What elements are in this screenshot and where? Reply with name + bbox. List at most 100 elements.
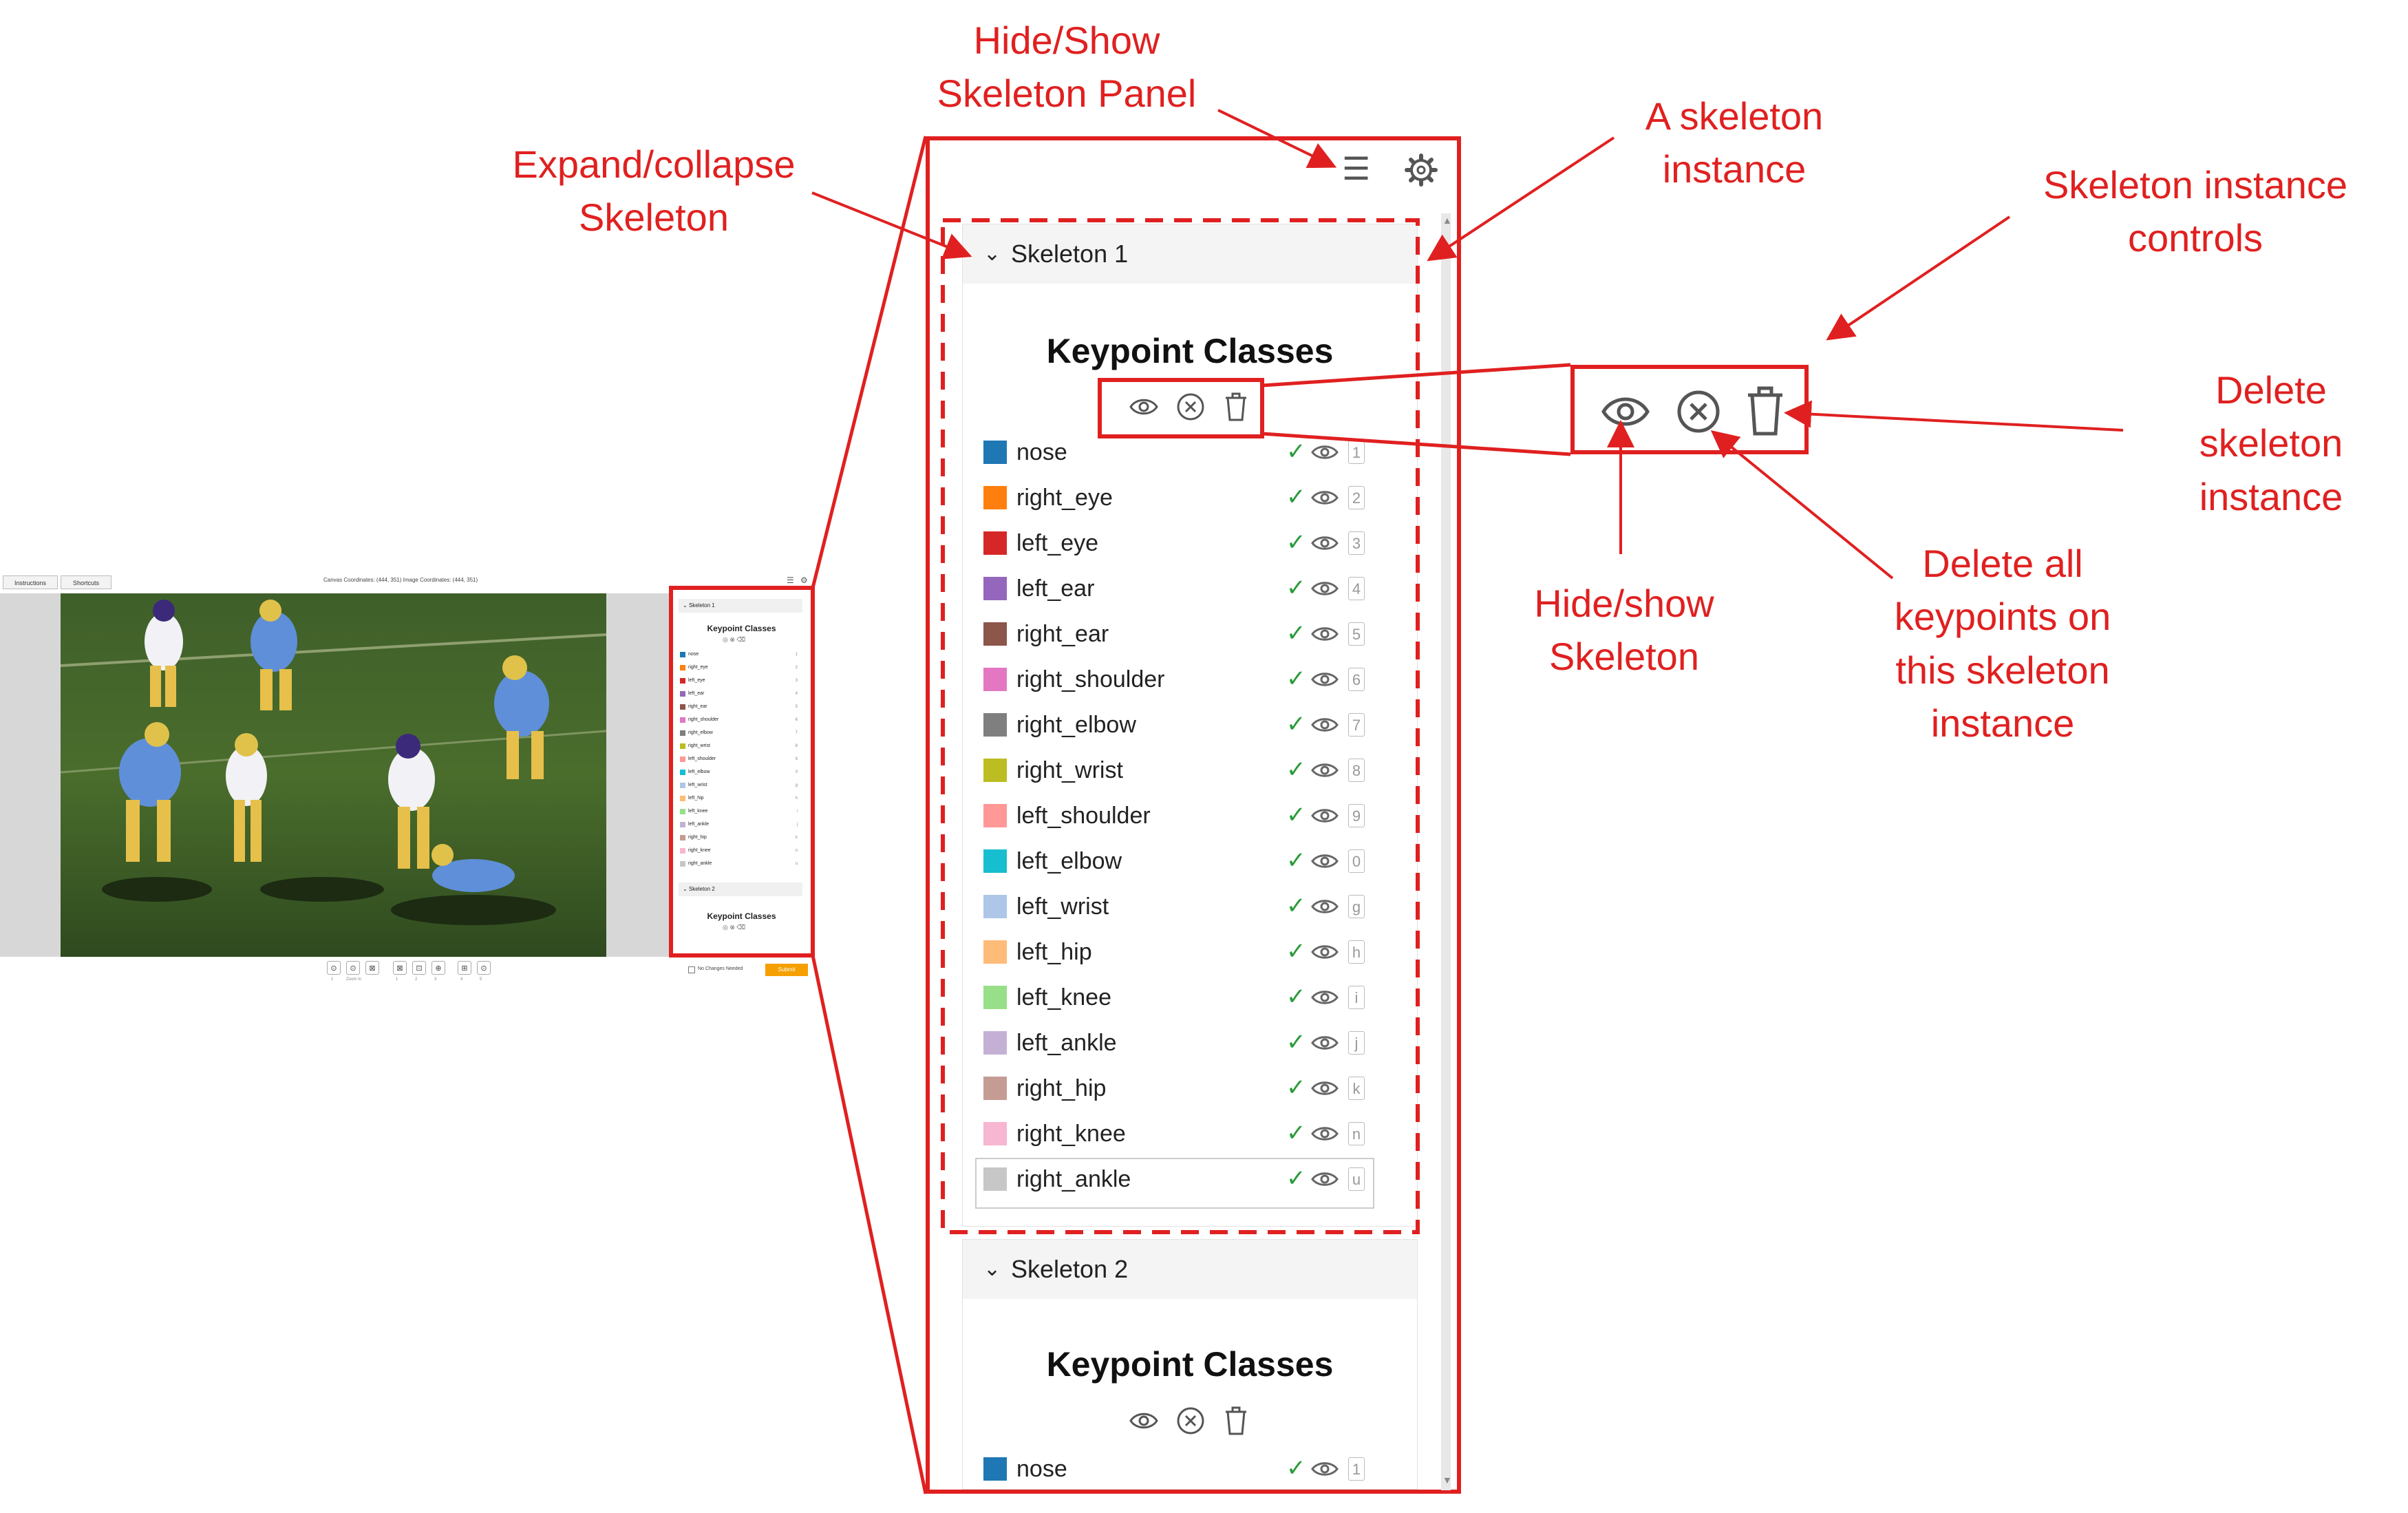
check-icon: ✓ bbox=[1286, 984, 1306, 1010]
keypoint-row-left-ear[interactable]: left_ear✓4 bbox=[983, 567, 1383, 610]
eye-icon[interactable] bbox=[1311, 489, 1339, 507]
keypoint-row-nose[interactable]: nose✓1 bbox=[983, 431, 1383, 474]
mini-keypoint-swatch bbox=[680, 678, 685, 684]
keypoint-row-left-wrist[interactable]: left_wrist✓g bbox=[983, 885, 1383, 928]
keypoint-row-left-ankle[interactable]: left_ankle✓j bbox=[983, 1022, 1383, 1064]
mini-keypoint-shortcut: 6 bbox=[795, 718, 798, 722]
keypoint-row-left-shoulder[interactable]: left_shoulder✓9 bbox=[983, 794, 1383, 837]
mini-skeleton-2-header[interactable]: ⌄ Skeleton 2 bbox=[679, 882, 802, 896]
keypoint-row-right-hip[interactable]: right_hip✓k bbox=[983, 1067, 1383, 1110]
keypoint-row-right-knee[interactable]: right_knee✓n bbox=[983, 1112, 1383, 1155]
eye-icon[interactable] bbox=[1311, 1034, 1339, 1052]
mini-keypoint-shortcut: g bbox=[795, 783, 798, 787]
eye-icon[interactable] bbox=[1128, 1405, 1160, 1437]
eye-icon[interactable] bbox=[1311, 898, 1339, 916]
mini-image-canvas[interactable] bbox=[0, 593, 671, 957]
annotation-expand-collapse: Expand/collapse Skeleton bbox=[482, 138, 826, 244]
chevron-down-icon[interactable]: ⌄ bbox=[983, 1258, 1001, 1280]
keypoint-label: right_ear bbox=[1016, 621, 1109, 647]
eye-icon[interactable] bbox=[1311, 988, 1339, 1006]
keypoint-row-right-shoulder[interactable]: right_shoulder✓6 bbox=[983, 658, 1383, 701]
eye-icon[interactable] bbox=[1311, 580, 1339, 597]
trash-icon[interactable] bbox=[1220, 1405, 1252, 1437]
mini-menu-icon[interactable]: ☰ bbox=[787, 575, 794, 585]
menu-icon[interactable]: ☰ bbox=[1342, 151, 1371, 187]
scroll-down-icon[interactable]: ▼ bbox=[1442, 1474, 1452, 1485]
eye-icon[interactable] bbox=[1311, 852, 1339, 870]
check-icon: ✓ bbox=[1286, 666, 1306, 692]
panel-scrollbar[interactable] bbox=[1441, 213, 1451, 1490]
mini-keypoint-shortcut: 0 bbox=[795, 770, 798, 774]
eye-icon[interactable] bbox=[1311, 670, 1339, 688]
mini-skeleton-1-header[interactable]: ⌄ Skeleton 1 bbox=[679, 599, 802, 613]
mini-keypoint-label: nose bbox=[688, 652, 699, 657]
mini-submit-button[interactable]: Submit bbox=[765, 964, 808, 976]
skeleton-1-header[interactable]: ⌄ Skeleton 1 bbox=[963, 224, 1417, 284]
trash-icon[interactable] bbox=[1220, 391, 1252, 423]
eye-icon[interactable] bbox=[1311, 943, 1339, 961]
mini-tool-4[interactable]: ⊠ bbox=[393, 961, 407, 975]
keypoint-row[interactable]: nose ✓ 1 bbox=[983, 1448, 1383, 1489]
keypoint-row-left-knee[interactable]: left_knee✓i bbox=[983, 976, 1383, 1019]
eye-icon[interactable] bbox=[1311, 1125, 1339, 1143]
mini-tool-7[interactable]: ⊞ bbox=[458, 961, 471, 975]
eye-icon[interactable] bbox=[1311, 443, 1339, 461]
eye-icon[interactable] bbox=[1311, 1079, 1339, 1097]
mini-instance-controls[interactable]: ◎ ⊗ ⌫ bbox=[723, 636, 746, 643]
skeleton-2-header[interactable]: ⌄ Skeleton 2 bbox=[963, 1240, 1417, 1299]
keypoint-row-right-ear[interactable]: right_ear✓5 bbox=[983, 613, 1383, 655]
eye-icon[interactable] bbox=[1311, 1460, 1339, 1478]
annotation-instance-controls: Skeleton instance controls bbox=[2010, 158, 2381, 265]
mini-shortcuts-tab[interactable]: Shortcuts bbox=[61, 575, 111, 589]
eye-icon[interactable] bbox=[1311, 534, 1339, 552]
mini-instance-controls-2[interactable]: ◎ ⊗ ⌫ bbox=[723, 924, 746, 931]
keypoint-row-left-eye[interactable]: left_eye✓3 bbox=[983, 522, 1383, 564]
keypoint-row-right-eye[interactable]: right_eye✓2 bbox=[983, 476, 1383, 519]
mini-tool-8[interactable]: ⊙ bbox=[477, 961, 491, 975]
trash-icon bbox=[1748, 386, 1782, 436]
eye-icon[interactable] bbox=[1311, 807, 1339, 825]
gear-icon[interactable] bbox=[1404, 153, 1438, 187]
chevron-down-icon[interactable]: ⌄ bbox=[983, 242, 1001, 265]
shortcut-key: 2 bbox=[1348, 486, 1365, 509]
mini-tool-3[interactable]: ⊠ bbox=[365, 961, 379, 975]
mini-tool-2[interactable]: ⊙ bbox=[346, 961, 360, 975]
mini-tool-5[interactable]: ⊡ bbox=[412, 961, 426, 975]
clear-keypoints-icon[interactable] bbox=[1175, 1405, 1206, 1437]
eye-icon[interactable] bbox=[1311, 716, 1339, 734]
clear-keypoints-icon[interactable] bbox=[1175, 391, 1206, 423]
scroll-up-icon[interactable]: ▲ bbox=[1442, 215, 1452, 226]
keypoint-row-right-elbow[interactable]: right_elbow✓7 bbox=[983, 703, 1383, 746]
mini-tool-1[interactable]: ⊙ bbox=[327, 961, 341, 975]
eye-icon[interactable] bbox=[1128, 391, 1160, 423]
eye-icon[interactable] bbox=[1311, 761, 1339, 779]
mini-gear-icon[interactable]: ⚙ bbox=[800, 575, 808, 585]
mini-tool-6[interactable]: ⊕ bbox=[431, 961, 445, 975]
eye-icon[interactable] bbox=[1311, 625, 1339, 643]
keypoint-row-left-hip[interactable]: left_hip✓h bbox=[983, 931, 1383, 973]
keypoint-row-right-wrist[interactable]: right_wrist✓8 bbox=[983, 749, 1383, 792]
keypoint-row-left-elbow[interactable]: left_elbow✓0 bbox=[983, 840, 1383, 882]
mini-keypoint-shortcut: 3 bbox=[795, 679, 798, 683]
mini-instructions-tab[interactable]: Instructions bbox=[3, 575, 58, 589]
mini-no-changes-checkbox[interactable] bbox=[688, 966, 695, 973]
keypoint-color-swatch bbox=[983, 1122, 1007, 1145]
annotation-line: Expand/collapse bbox=[512, 142, 796, 186]
